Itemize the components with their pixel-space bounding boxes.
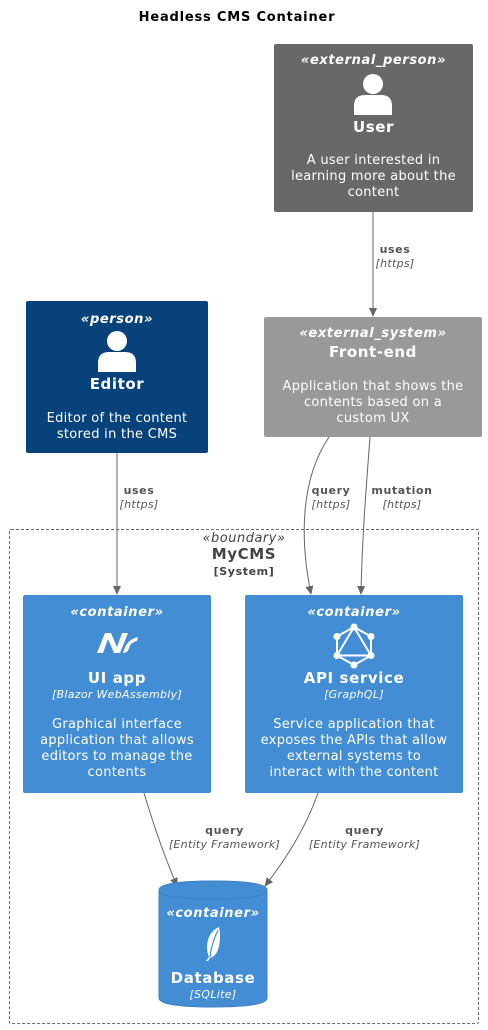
- edge-label-api-db: query [Entity Framework]: [302, 824, 427, 852]
- uiapp-name: UI app: [87, 669, 147, 687]
- boundary-stereotype: «boundary»: [202, 531, 286, 546]
- user-node: «external_person» User A user interested…: [274, 44, 473, 212]
- uiapp-technology: [Blazor WebAssembly]: [51, 688, 183, 701]
- edge-label-technology: [https]: [382, 498, 422, 511]
- database-node: «container» Database [SQLite]: [158, 880, 268, 1008]
- boundary-type: [System]: [213, 565, 275, 578]
- user-description: A user interested in learning more about…: [291, 153, 456, 200]
- edge-frontend-api-query: [303, 436, 330, 595]
- edge-label-text: uses: [123, 484, 155, 497]
- frontend-stereotype: «external_system»: [299, 326, 447, 341]
- database-technology: [SQLite]: [189, 988, 237, 1001]
- graphql-icon: [333, 623, 375, 669]
- editor-name: Editor: [89, 375, 145, 393]
- edge-label-technology: [https]: [375, 257, 415, 270]
- edge-label-uiapp-db: query [Entity Framework]: [162, 824, 287, 852]
- person-icon: [98, 331, 136, 372]
- editor-stereotype: «person»: [80, 312, 154, 327]
- edge-label-technology: [https]: [119, 498, 159, 511]
- api-stereotype: «container»: [307, 605, 401, 620]
- api-technology: [GraphQL]: [324, 688, 384, 701]
- edge-label-frontend-api-query: query [https]: [291, 484, 371, 512]
- edge-label-editor-uiapp: uses [https]: [99, 484, 179, 512]
- frontend-name: Front-end: [328, 343, 418, 361]
- edge-label-text: uses: [379, 243, 411, 256]
- edge-label-frontend-api-mutation: mutation [https]: [362, 484, 442, 512]
- api-node: «container» API service [GraphQL] Servic…: [245, 595, 463, 793]
- dotnet-icon: [97, 633, 138, 653]
- edge-label-user-frontend: uses [https]: [355, 243, 435, 271]
- uiapp-description: Graphical interface application that all…: [40, 717, 194, 780]
- uiapp-stereotype: «container»: [70, 605, 164, 620]
- edge-uiapp-db: [143, 792, 178, 887]
- user-stereotype: «external_person»: [300, 53, 447, 68]
- boundary-name: MyCMS: [211, 545, 277, 563]
- edge-label-text: query: [311, 484, 351, 497]
- edge-label-technology: [Entity Framework]: [308, 838, 421, 851]
- edge-label-text: query: [345, 824, 384, 837]
- frontend-node: «external_system» Front-end Application …: [264, 317, 482, 437]
- edge-label-text: mutation: [371, 484, 433, 497]
- frontend-description: Application that shows the contents base…: [282, 379, 464, 426]
- database-stereotype: «container»: [166, 906, 260, 921]
- api-description: Service application that exposes the API…: [260, 717, 448, 780]
- edge-label-technology: [https]: [311, 498, 351, 511]
- editor-node: «person» Editor Editor of the content st…: [26, 301, 208, 453]
- edge-frontend-api-mutation: [357, 436, 371, 595]
- person-icon: [354, 74, 392, 115]
- editor-description: Editor of the content stored in the CMS: [46, 411, 188, 442]
- uiapp-node: «container» UI app [Blazor WebAssembly] …: [23, 595, 211, 793]
- diagram-title: Headless CMS Container: [138, 10, 336, 25]
- edge-label-technology: [Entity Framework]: [168, 838, 281, 851]
- feather-icon: [206, 927, 220, 961]
- system-boundary: [9, 529, 479, 1024]
- edge-api-db: [264, 792, 319, 887]
- edge-label-text: query: [205, 824, 244, 837]
- api-name: API service: [303, 669, 405, 687]
- database-name: Database: [170, 969, 256, 987]
- user-name: User: [352, 118, 395, 136]
